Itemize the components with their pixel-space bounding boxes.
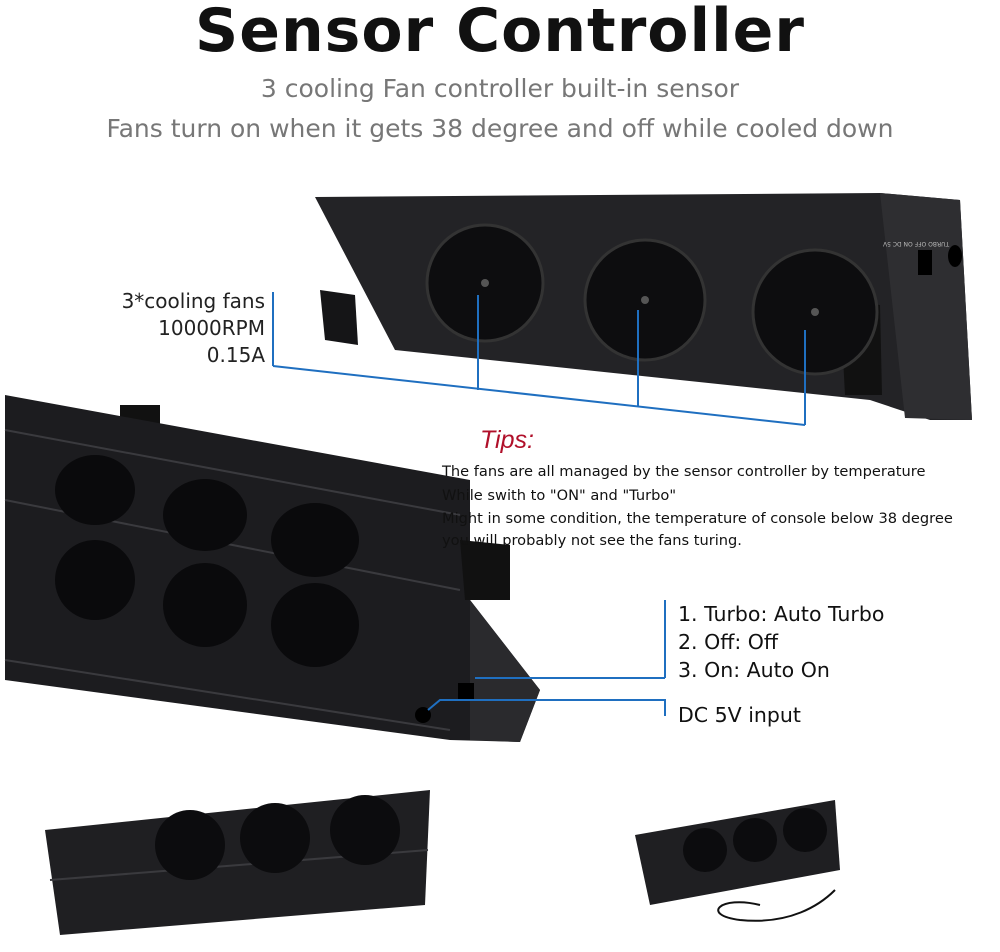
switch-mode-off: 2. Off: Off bbox=[678, 630, 779, 654]
tips-heading: Tips: bbox=[480, 426, 534, 454]
tip-line-4: you will probably not see the fans turin… bbox=[442, 532, 742, 549]
page-title: Sensor Controller bbox=[195, 0, 805, 66]
switch-mode-on: 3. On: Auto On bbox=[678, 658, 830, 682]
top-device-image bbox=[315, 193, 972, 420]
fan-spec-count: 3*cooling fans bbox=[121, 289, 265, 313]
tip-line-1: The fans are all managed by the sensor c… bbox=[442, 463, 926, 480]
fan-spec-rpm: 10000RPM bbox=[158, 316, 265, 340]
subtitle-line-2: Fans turn on when it gets 38 degree and … bbox=[106, 114, 894, 143]
switch-mode-turbo: 1. Turbo: Auto Turbo bbox=[678, 602, 885, 626]
switch-callout-lines bbox=[427, 600, 666, 716]
subtitle-line-1: 3 cooling Fan controller built-in sensor bbox=[260, 74, 740, 103]
fan-callout-lines bbox=[272, 292, 806, 426]
fan-spec-current: 0.15A bbox=[206, 343, 265, 367]
tip-line-3: Might in some condition, the temperature… bbox=[442, 510, 953, 527]
thumbnail-left bbox=[45, 790, 430, 935]
left-device-image bbox=[4, 395, 540, 742]
tip-line-2: While swith to "ON" and "Turbo" bbox=[442, 487, 677, 504]
device-port-labels: TURBO OFF ON DC 5V bbox=[883, 240, 950, 247]
dc-input-label: DC 5V input bbox=[678, 703, 801, 727]
thumbnail-right bbox=[635, 800, 840, 922]
